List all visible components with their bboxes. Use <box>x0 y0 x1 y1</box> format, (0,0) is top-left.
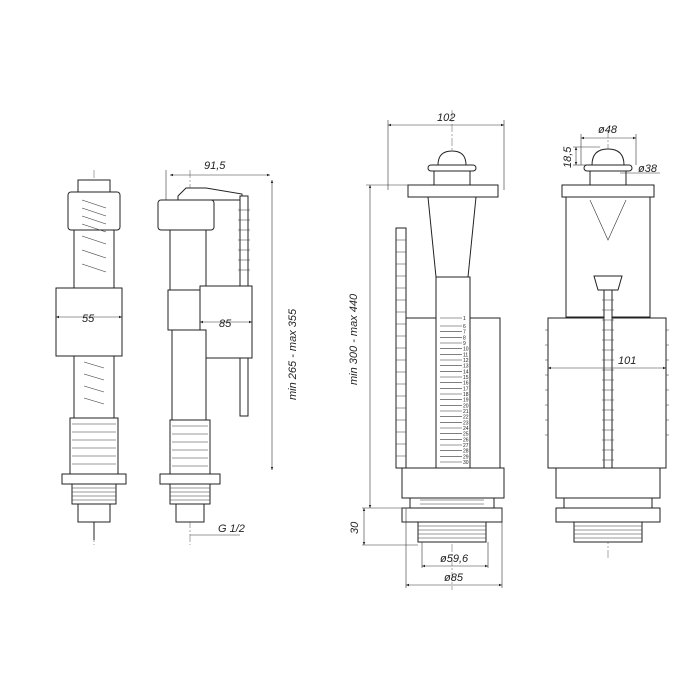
scale-number: 13 <box>463 364 469 370</box>
flush-valve-side-view: ø48 18,5 ø38 101 <box>545 124 669 560</box>
dim-85: 85 <box>219 318 232 330</box>
dim-101: 101 <box>618 355 636 367</box>
scale-number: 19 <box>463 398 469 404</box>
dim-diameter-38: ø38 <box>638 163 658 175</box>
scale-number: 24 <box>463 426 469 432</box>
dim-55: 55 <box>82 313 95 325</box>
dim-18-5: 18,5 <box>562 146 574 168</box>
scale-number: 20 <box>463 403 469 409</box>
scale-number: 23 <box>463 420 469 426</box>
scale-number: 21 <box>463 409 469 415</box>
dim-diameter-48: ø48 <box>598 124 618 136</box>
dim-diameter-59-6: ø59,6 <box>440 553 469 565</box>
scale-number: 7 <box>463 330 466 336</box>
scale-number: 15 <box>463 375 469 381</box>
scale-number: 17 <box>463 386 469 392</box>
dim-min-265-max-355: min 265 - max 355 <box>287 308 299 400</box>
scale-number: 25 <box>463 432 469 438</box>
scale-number: 14 <box>463 369 469 375</box>
dim-102: 102 <box>437 112 455 124</box>
dim-g-1-2: G 1/2 <box>218 523 245 535</box>
scale-number: 6 <box>463 324 466 330</box>
scale-number: 30 <box>463 460 469 466</box>
flush-valve-front-view: 102 167891011121314151617181920212223242… <box>348 110 505 590</box>
scale-number: 27 <box>463 443 469 449</box>
scale-number: 16 <box>463 381 469 387</box>
scale-number: 8 <box>463 335 466 341</box>
flush-scale: 1678910111213141516171819202122232425262… <box>440 316 469 466</box>
scale-number: 12 <box>463 358 469 364</box>
scale-number: 9 <box>463 341 466 347</box>
fill-valve-front-view: 91,5 85 min 265 - max 355 G 1/2 <box>157 160 299 545</box>
scale-number: 26 <box>463 437 469 443</box>
scale-number: 22 <box>463 415 469 421</box>
scale-number: 11 <box>463 352 468 358</box>
fill-valve-side-view: 55 <box>55 170 127 545</box>
scale-number: 28 <box>463 449 469 455</box>
scale-number: 29 <box>463 454 469 460</box>
dim-min-300-max-440: min 300 - max 440 <box>348 293 360 385</box>
dim-91-5: 91,5 <box>204 160 226 172</box>
scale-number: 10 <box>463 347 469 353</box>
dim-diameter-85: ø85 <box>444 572 464 584</box>
scale-number: 18 <box>463 392 469 398</box>
dim-30: 30 <box>349 521 361 534</box>
scale-number: 1 <box>463 316 466 322</box>
